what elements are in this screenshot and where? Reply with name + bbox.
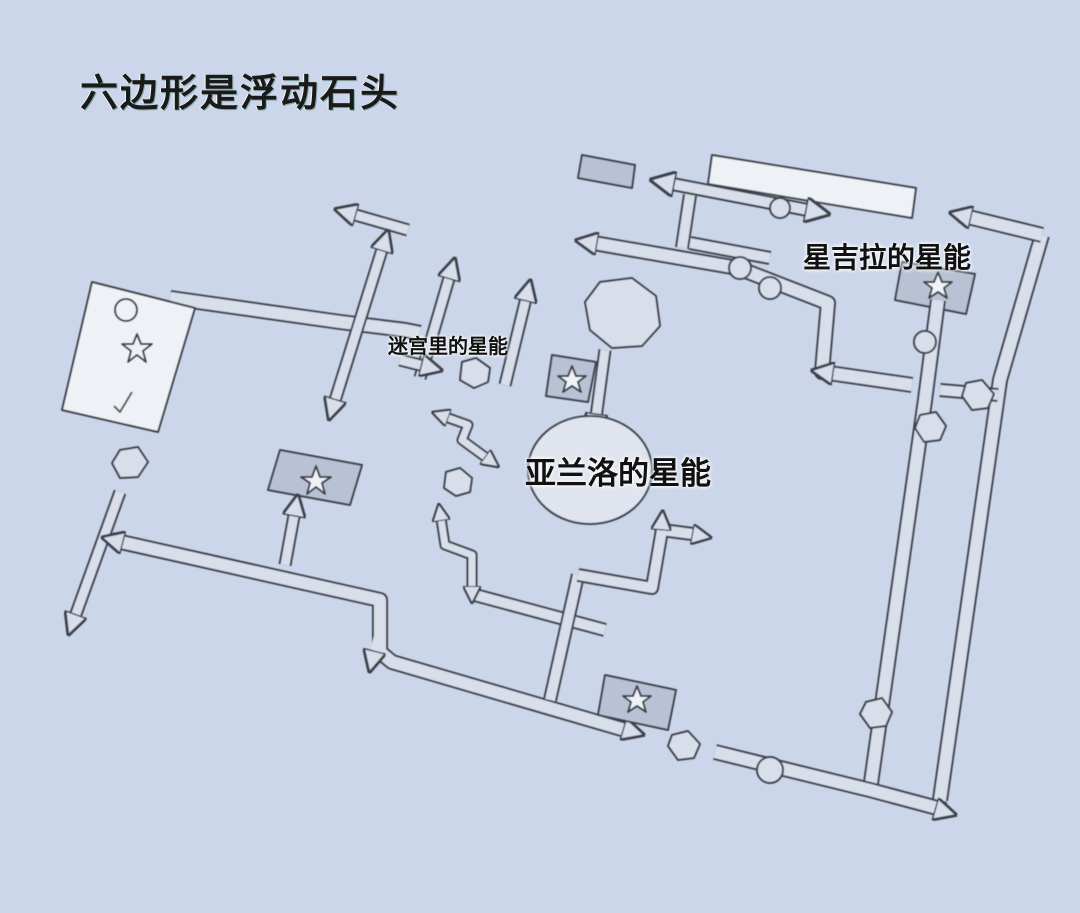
floating-stone-hexagon bbox=[667, 730, 701, 761]
corridor-top-right bbox=[578, 154, 917, 393]
corridor-right bbox=[713, 215, 1050, 812]
star-box-left bbox=[267, 449, 363, 567]
floating-stone-octagon bbox=[584, 277, 661, 349]
star-box-right bbox=[894, 261, 976, 315]
star-box-center bbox=[545, 349, 612, 425]
star-icon bbox=[622, 685, 652, 713]
corridor-center-bottom bbox=[473, 520, 702, 702]
xingjila-star-energy-label: 星吉拉的星能 bbox=[803, 241, 972, 274]
corridor-squiggle bbox=[440, 415, 492, 595]
floating-stone-hexagon bbox=[111, 446, 149, 479]
floating-stone-hexagon bbox=[459, 357, 491, 389]
floating-stone-hexagon bbox=[961, 379, 995, 411]
star-icon bbox=[557, 365, 587, 393]
yalanluo-circle bbox=[527, 415, 653, 525]
floating-stone-hexagon bbox=[859, 697, 893, 729]
star-icon bbox=[300, 465, 332, 495]
floating-stone-hexagon bbox=[914, 411, 947, 443]
yalanluo-star-energy-label: 亚兰洛的星能 bbox=[525, 456, 711, 492]
maze-star-energy-label: 迷宫里的星能 bbox=[388, 334, 508, 358]
star-icon bbox=[923, 271, 953, 299]
floating-stone-hexagon bbox=[443, 467, 473, 497]
corridor-left-down bbox=[72, 489, 127, 625]
star-icon bbox=[121, 333, 153, 363]
map-title: 六边形是浮动石头 bbox=[80, 71, 401, 115]
left-panel bbox=[61, 281, 196, 433]
corridor-bottom-left bbox=[112, 540, 634, 732]
corridor-top-left bbox=[168, 212, 528, 410]
star-box-bottom bbox=[597, 674, 701, 761]
